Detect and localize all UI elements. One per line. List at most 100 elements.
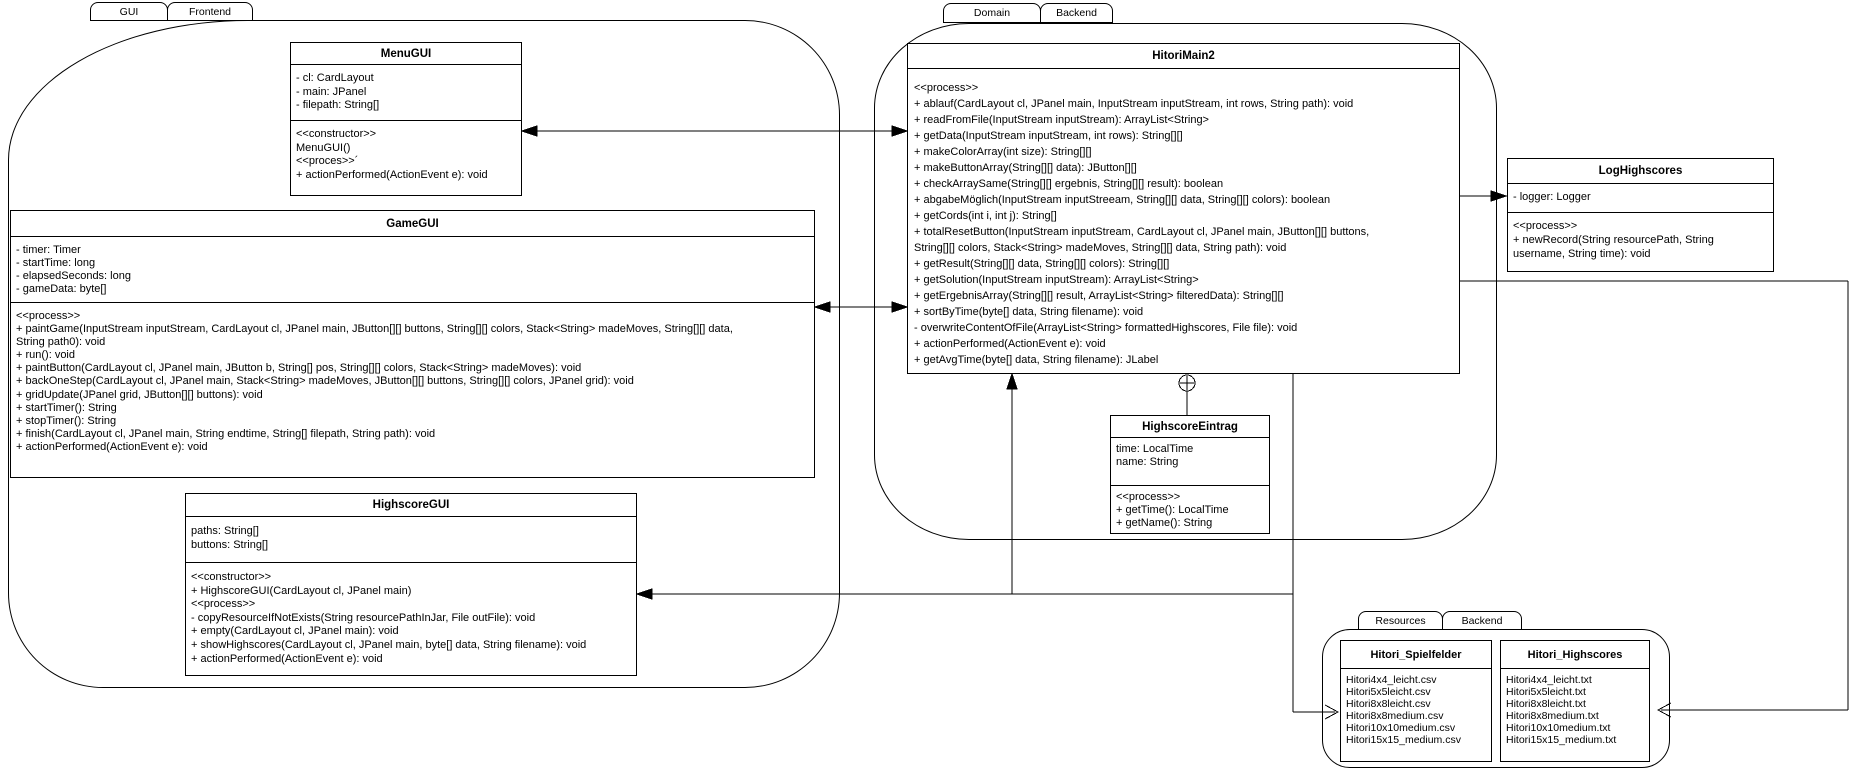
method-line: + makeButtonArray(String[][] data): JBut… (914, 162, 1137, 174)
class-box-menugui[interactable]: MenuGUI - cl: CardLayout- main: JPanel- … (290, 42, 522, 196)
class-title: GameGUI (11, 211, 814, 237)
class-attributes: paths: String[]buttons: String[] (186, 517, 636, 563)
method-line: + getSolution(InputStream inputStream): … (914, 274, 1199, 286)
method-line: + getTime(): LocalTime (1116, 504, 1229, 517)
package-tab-frontend[interactable]: Frontend (167, 2, 253, 21)
attribute-line: - gameData: byte[] (16, 283, 107, 296)
method-line: String[][] colors, Stack<String> madeMov… (914, 242, 1287, 254)
file-name: Hitori4x4_leicht.txt (1506, 674, 1592, 686)
file-name: Hitori10x10medium.txt (1506, 721, 1611, 734)
class-methods: <<process>>+ ablauf(CardLayout cl, JPane… (908, 69, 1459, 373)
package-tab-backend[interactable]: Backend (1040, 3, 1113, 23)
class-title: MenuGUI (291, 43, 521, 65)
file-name: Hitori8x8leicht.csv (1346, 697, 1431, 710)
method-line: + HighscoreGUI(CardLayout cl, JPanel mai… (191, 584, 412, 597)
class-title: Hitori_Spielfelder (1341, 641, 1491, 669)
method-line: <<constructor>> (191, 571, 272, 583)
arrowhead-icon (520, 125, 538, 137)
package-tab-resources[interactable]: Resources (1358, 611, 1443, 630)
method-line: + makeColorArray(int size): String[][] (914, 146, 1092, 158)
arrowhead-icon (891, 301, 909, 313)
file-name: Hitori10x10medium.csv (1346, 721, 1456, 734)
method-line: + empty(CardLayout cl, JPanel main): voi… (191, 625, 399, 638)
method-line: + newRecord(String resourcePath, String (1513, 234, 1714, 246)
connector-loghighscores-hitorihighscores (1460, 280, 1849, 718)
attribute-line: - filepath: String[] (296, 99, 380, 111)
method-line: String path0): void (16, 336, 106, 349)
file-name: Hitori4x4_leicht.csv (1346, 674, 1437, 686)
method-line: <<process>> (1116, 491, 1181, 503)
method-line: + abgabeMöglich(InputStream inputStreeam… (914, 194, 1331, 206)
class-title: HighscoreEintrag (1111, 416, 1269, 438)
method-line: + getResult(String[][] data, String[][] … (914, 258, 1170, 270)
method-line: + getErgebnisArray(String[][] result, Ar… (914, 290, 1284, 302)
method-line: + getName(): String (1116, 517, 1213, 530)
arrowhead-icon (635, 588, 653, 600)
attribute-line: - main: JPanel (296, 85, 367, 98)
file-name: Hitori15x15_medium.csv (1346, 733, 1461, 746)
method-line: <<process>> (1513, 220, 1578, 232)
class-methods: <<process>>+ paintGame(InputStream input… (11, 303, 814, 477)
attribute-line: - elapsedSeconds: long (16, 270, 131, 283)
package-tab-gui[interactable]: GUI (90, 2, 168, 21)
connector-gamegui-hitorimain2 (813, 301, 909, 313)
connector-highscoregui-hitorimain2 (635, 372, 1293, 600)
method-line: + gridUpdate(JPanel grid, JButton[][] bu… (16, 388, 263, 401)
class-title: HitoriMain2 (908, 44, 1459, 69)
method-line: + paintButton(CardLayout cl, JPanel main… (16, 362, 582, 375)
method-line: + finish(CardLayout cl, JPanel main, Str… (16, 427, 436, 440)
arrowhead-icon (891, 125, 909, 137)
class-attributes: - logger: Logger (1508, 184, 1773, 213)
connector-hitorimain2-spielfelder (1292, 374, 1340, 720)
class-methods: <<constructor>>+ HighscoreGUI(CardLayout… (186, 563, 636, 675)
class-box-highscoregui[interactable]: HighscoreGUI paths: String[]buttons: Str… (185, 493, 637, 676)
method-line: + getAvgTime(byte[] data, String filenam… (914, 354, 1159, 366)
open-arrowhead-icon (1656, 702, 1672, 718)
method-line: + stopTimer(): String (16, 414, 117, 427)
file-name: Hitori8x8medium.csv (1346, 709, 1444, 722)
method-line: <<process>> (191, 598, 256, 611)
connector-menugui-hitorimain2 (520, 125, 909, 137)
method-line: + readFromFile(InputStream inputStream):… (914, 114, 1209, 126)
attribute-line: buttons: String[] (191, 538, 269, 551)
connector-hitorimain2-loghighscores (1460, 190, 1508, 202)
connector-hitorimain2-highscoreeintrag (1178, 374, 1196, 415)
method-line: - overwriteContentOfFile(ArrayList<Strin… (914, 322, 1298, 334)
method-line: username, String time): void (1513, 248, 1651, 260)
method-line: + actionPerformed(ActionEvent e): void (16, 440, 208, 453)
file-name: Hitori5x5leicht.csv (1346, 685, 1431, 698)
method-line: + actionPerformed(ActionEvent e): void (191, 652, 383, 665)
method-line: + run(): void (16, 349, 75, 362)
class-title: LogHighscores (1508, 159, 1773, 184)
class-box-hitorimain2[interactable]: HitoriMain2 <<process>>+ ablauf(CardLayo… (907, 43, 1460, 374)
arrowhead-icon (813, 301, 831, 313)
attribute-line: - cl: CardLayout (296, 72, 374, 84)
arrowhead-icon (1006, 372, 1018, 390)
file-name: Hitori15x15_medium.txt (1506, 733, 1617, 746)
method-line: + getData(InputStream inputStream, int r… (914, 130, 1183, 142)
arrowhead-icon (1490, 190, 1508, 202)
method-line: + paintGame(InputStream inputStream, Car… (16, 323, 733, 336)
class-methods: <<process>>+ getTime(): LocalTime+ getNa… (1111, 486, 1269, 533)
attribute-line: name: String (1116, 456, 1179, 469)
method-line: + showHighscores(CardLayout cl, JPanel m… (191, 638, 587, 651)
class-attributes: - cl: CardLayout- main: JPanel- filepath… (291, 65, 521, 121)
open-arrowhead-icon (1324, 704, 1340, 720)
class-methods: <<process>> + newRecord(String resourcePa… (1508, 213, 1773, 271)
package-tab-backend-resources[interactable]: Backend (1442, 611, 1522, 630)
attribute-line: time: LocalTime (1116, 443, 1194, 455)
class-box-gamegui[interactable]: GameGUI - timer: Timer- startTime: long-… (10, 210, 815, 478)
method-line: + totalResetButton(InputStream inputStre… (914, 226, 1370, 238)
class-box-loghighscores[interactable]: LogHighscores - logger: Logger <<process… (1507, 158, 1774, 272)
method-line: <<proces>>´ (296, 155, 359, 167)
file-name: Hitori5x5leicht.txt (1506, 685, 1586, 698)
method-line: + actionPerformed(ActionEvent e): void (914, 338, 1106, 350)
file-name: Hitori8x8leicht.txt (1506, 697, 1586, 710)
